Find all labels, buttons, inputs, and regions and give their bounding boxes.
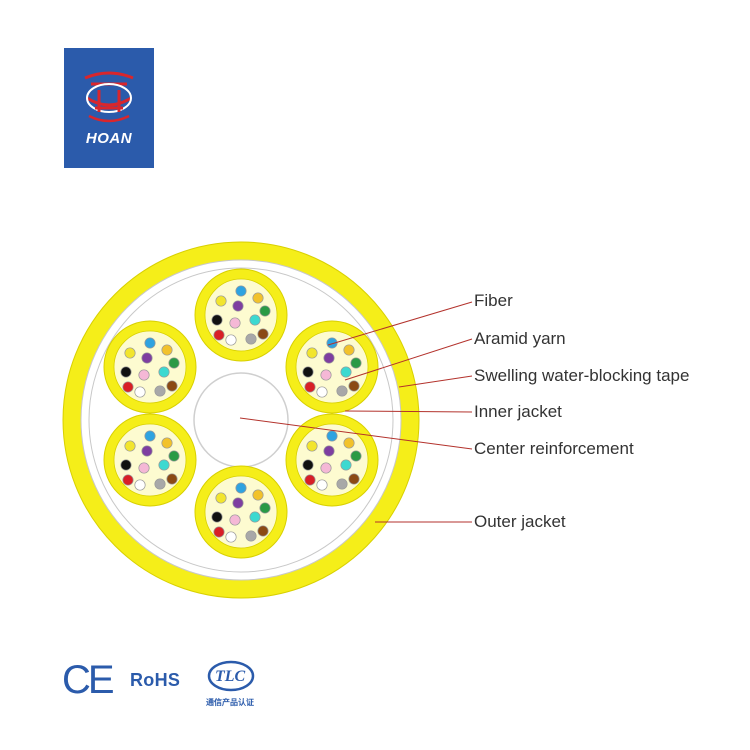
fiber: [259, 502, 271, 514]
fiber: [320, 462, 332, 474]
fiber: [225, 531, 237, 543]
ce-mark: CE: [62, 658, 115, 702]
fiber: [166, 380, 178, 392]
tlc-text: TLC: [215, 668, 246, 685]
tlc-mark: TLC 通信产品认证: [203, 654, 263, 714]
fiber: [138, 462, 150, 474]
fiber: [211, 314, 223, 326]
fiber: [320, 369, 332, 381]
fiber: [245, 333, 257, 345]
fiber: [141, 445, 153, 457]
fiber: [235, 285, 247, 297]
fiber: [323, 352, 335, 364]
fiber: [134, 479, 146, 491]
hoan-logo: HOAN: [64, 48, 154, 168]
fiber: [225, 334, 237, 346]
fiber: [252, 292, 264, 304]
fiber: [302, 459, 314, 471]
fiber: [259, 305, 271, 317]
fiber: [245, 530, 257, 542]
fiber: [249, 511, 261, 523]
fiber: [306, 347, 318, 359]
fiber: [211, 511, 223, 523]
fiber: [249, 314, 261, 326]
hoan-emblem-icon: [84, 71, 134, 123]
fiber: [348, 473, 360, 485]
fiber: [168, 450, 180, 462]
fiber: [138, 369, 150, 381]
fiber: [161, 344, 173, 356]
fiber: [166, 473, 178, 485]
fiber: [120, 366, 132, 378]
label-center-reinforcement: Center reinforcement: [474, 439, 634, 458]
fiber: [141, 352, 153, 364]
fiber: [122, 381, 134, 393]
leader-line: [344, 410, 473, 413]
leader-line: [327, 301, 473, 346]
label-aramid-yarn: Aramid yarn: [474, 329, 566, 348]
fiber: [257, 525, 269, 537]
fiber: [323, 445, 335, 457]
fiber: [343, 344, 355, 356]
logo-text: HOAN: [85, 130, 133, 147]
tlc-subtext: 通信产品认证: [206, 698, 254, 707]
fiber: [215, 295, 227, 307]
label-fiber: Fiber: [474, 291, 513, 310]
rohs-mark: RoHS: [130, 670, 181, 690]
fiber: [316, 479, 328, 491]
fiber: [350, 450, 362, 462]
fiber: [144, 337, 156, 349]
fiber: [154, 385, 166, 397]
fiber: [232, 300, 244, 312]
fiber: [144, 430, 156, 442]
fiber: [336, 478, 348, 490]
fiber: [120, 459, 132, 471]
fiber: [158, 366, 170, 378]
fiber: [326, 430, 338, 442]
fiber: [122, 474, 134, 486]
fiber: [340, 366, 352, 378]
fiber: [134, 386, 146, 398]
leader-line: [398, 375, 473, 388]
fiber: [229, 317, 241, 329]
fiber: [348, 380, 360, 392]
fiber: [316, 386, 328, 398]
fiber: [306, 440, 318, 452]
fiber: [336, 385, 348, 397]
fiber: [304, 474, 316, 486]
fiber: [215, 492, 227, 504]
fiber: [168, 357, 180, 369]
fiber: [229, 514, 241, 526]
leader-line: [344, 338, 473, 381]
leader-line: [239, 417, 473, 450]
fiber: [340, 459, 352, 471]
center-reinforcement: [193, 372, 289, 468]
fiber: [343, 437, 355, 449]
fiber: [350, 357, 362, 369]
fiber: [232, 497, 244, 509]
fiber: [257, 328, 269, 340]
fiber: [124, 440, 136, 452]
fiber: [302, 366, 314, 378]
fiber: [158, 459, 170, 471]
tlc-ring-icon: [207, 660, 255, 692]
fiber: [161, 437, 173, 449]
label-inner-jacket: Inner jacket: [474, 402, 562, 421]
fiber: [252, 489, 264, 501]
fiber: [304, 381, 316, 393]
fiber: [326, 337, 338, 349]
fiber: [124, 347, 136, 359]
fiber: [235, 482, 247, 494]
fiber: [154, 478, 166, 490]
fiber: [213, 329, 225, 341]
label-outer-jacket: Outer jacket: [474, 512, 566, 531]
label-swelling-tape: Swelling water-blocking tape: [474, 366, 690, 385]
fiber: [213, 526, 225, 538]
